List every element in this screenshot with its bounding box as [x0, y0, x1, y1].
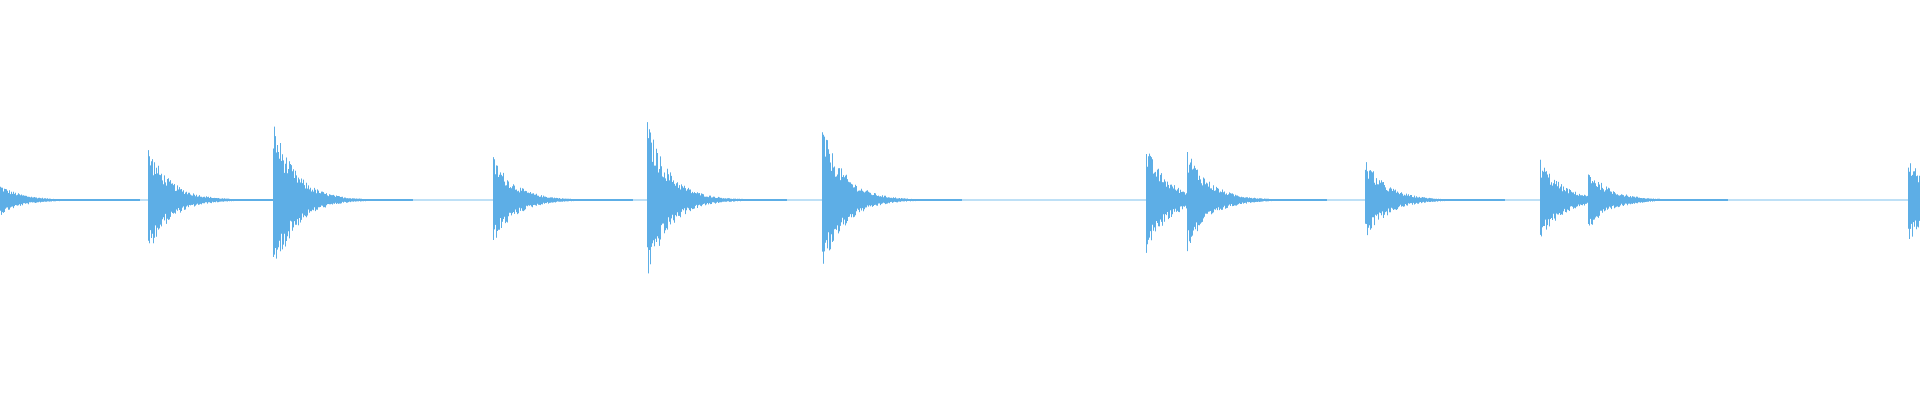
waveform-hit-shape: [1588, 174, 1728, 226]
waveform-hit: [1365, 162, 1505, 236]
waveform-hit: [273, 126, 413, 259]
waveform-hit-shape: [148, 150, 288, 244]
waveform-hit-shape: [647, 122, 787, 274]
waveform-hit-shape: [273, 126, 413, 259]
waveform-hit-shape: [493, 157, 633, 240]
waveform-hit-shape: [0, 186, 140, 215]
waveform-hit: [148, 150, 288, 244]
waveform-hit: [0, 186, 140, 215]
waveform-hit: [1908, 163, 1920, 239]
waveform-hit: [1588, 174, 1728, 226]
waveform-hit: [822, 132, 962, 264]
waveform-hits: [0, 122, 1920, 274]
waveform-hit-shape: [822, 132, 962, 264]
waveform-hit: [1187, 152, 1327, 252]
waveform-hit-shape: [1365, 162, 1505, 236]
waveform-hit-shape: [1187, 152, 1327, 252]
waveform-hit-shape: [1908, 163, 1920, 239]
waveform-hit: [493, 157, 633, 240]
waveform-hit: [647, 122, 787, 274]
